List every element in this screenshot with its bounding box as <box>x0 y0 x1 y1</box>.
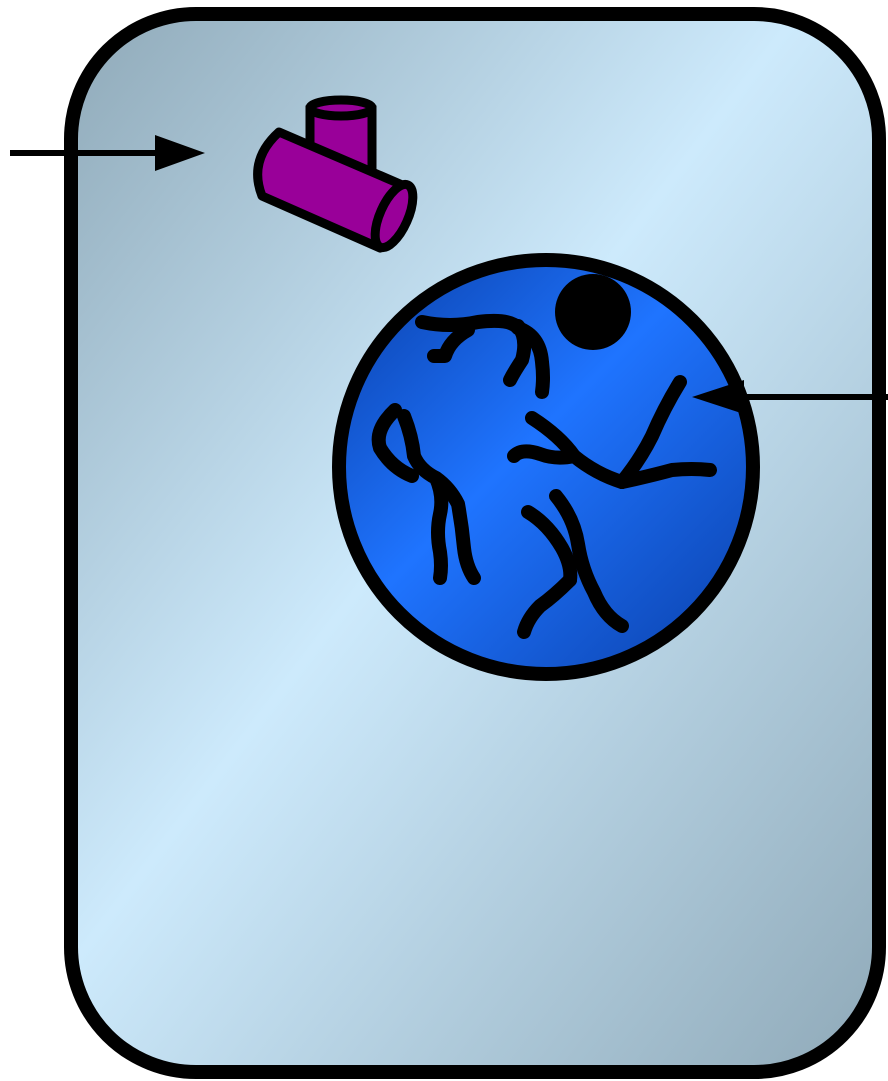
nucleolus <box>555 274 631 350</box>
